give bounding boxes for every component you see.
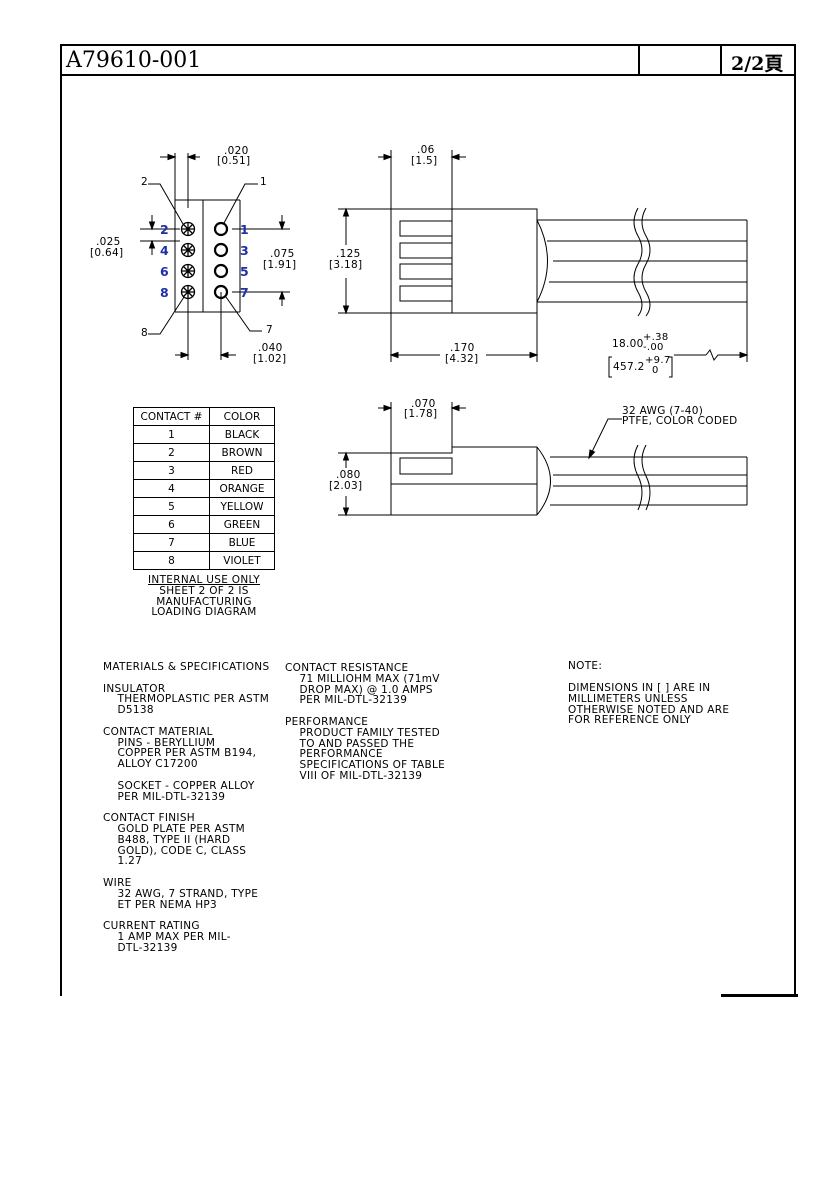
- contact-number-cell: 1: [133, 425, 210, 444]
- side-view-bottom: [338, 402, 748, 517]
- contact-resistance-performance: CONTACT RESISTANCE 71 MILLIOHM MAX (71mV…: [285, 662, 446, 782]
- contact-number-cell: 8: [133, 551, 210, 570]
- contact-number-cell: 5: [133, 497, 210, 516]
- dim-020-mm: [0.51]: [217, 155, 251, 167]
- note-body: DIMENSIONS IN [ ] ARE IN MILLIMETERS UNL…: [568, 682, 730, 727]
- document-number: A79610-001: [66, 48, 202, 73]
- pin-label: 1: [240, 222, 249, 237]
- dim-080-mm: [2.03]: [329, 480, 363, 492]
- caption-sheet: SHEET 2 OF 2 IS: [159, 585, 249, 597]
- sheet-number: 2/2頁: [731, 53, 784, 75]
- contact-number-cell: 7: [133, 533, 210, 552]
- drawing-frame: [60, 44, 796, 996]
- contact-number-cell: 2: [133, 443, 210, 462]
- caption-manufacturing: MANUFACTURING: [156, 596, 252, 608]
- caption-loading-diagram: LOADING DIAGRAM: [151, 606, 257, 618]
- pin-label: 6: [160, 264, 169, 279]
- dim-025-mm: [0.64]: [90, 247, 124, 259]
- note-title: NOTE:: [568, 660, 603, 672]
- dim-080: .080: [336, 469, 361, 481]
- color-cell: RED: [209, 461, 275, 480]
- wire-length: 18.00: [612, 338, 644, 350]
- dim-170: .170: [450, 342, 475, 354]
- dim-06: .06: [417, 144, 435, 156]
- callout-7: 7: [266, 324, 273, 336]
- color-cell: BLUE: [209, 533, 275, 552]
- dim-025: .025: [96, 236, 121, 248]
- color-cell: VIOLET: [209, 551, 275, 570]
- dim-075: .075: [270, 248, 295, 260]
- pin-label: 2: [160, 222, 169, 237]
- color-cell: YELLOW: [209, 497, 275, 516]
- pin-label: 5: [240, 264, 249, 279]
- callout-1: 1: [260, 176, 267, 188]
- side-view-top: [338, 150, 749, 378]
- pin-label: 4: [160, 243, 169, 258]
- table-header: COLOR: [209, 407, 275, 426]
- color-cell: BROWN: [209, 443, 275, 462]
- table-header-row: CONTACT # COLOR: [133, 407, 275, 426]
- frame-corner-mark: [721, 994, 798, 997]
- dim-070: .070: [411, 398, 436, 410]
- dim-020: .020: [224, 145, 249, 157]
- wire-length-mm-tol-plus: +9.7: [645, 355, 671, 366]
- wire-note-line2: PTFE, COLOR CODED: [622, 415, 738, 427]
- callout-2: 2: [141, 176, 148, 188]
- title-divider: [638, 44, 640, 76]
- color-cell: ORANGE: [209, 479, 275, 498]
- contact-face-view: [140, 153, 290, 360]
- dim-125: .125: [336, 248, 361, 260]
- materials-specifications: MATERIALS & SPECIFICATIONS INSULATOR THE…: [103, 661, 270, 954]
- color-cell: GREEN: [209, 515, 275, 534]
- dim-170-mm: [4.32]: [445, 353, 479, 365]
- title-block: [60, 44, 796, 76]
- contact-number-cell: 3: [133, 461, 210, 480]
- dim-125-mm: [3.18]: [329, 259, 363, 271]
- pin-label: 8: [160, 285, 169, 300]
- caption-internal-use: INTERNAL USE ONLY: [148, 574, 260, 586]
- contact-number-cell: 4: [133, 479, 210, 498]
- title-divider: [720, 44, 722, 76]
- dim-06-mm: [1.5]: [411, 155, 438, 167]
- pin-label: 3: [240, 243, 249, 258]
- wire-length-tol-plus: +.38: [643, 332, 669, 343]
- pin-label: 7: [240, 285, 249, 300]
- callout-8: 8: [141, 327, 148, 339]
- dim-070-mm: [1.78]: [404, 408, 438, 420]
- dim-040-mm: [1.02]: [253, 353, 287, 365]
- contact-number-cell: 6: [133, 515, 210, 534]
- color-cell: BLACK: [209, 425, 275, 444]
- wire-length-mm-tol-minus: 0: [652, 365, 659, 376]
- table-header: CONTACT #: [133, 407, 210, 426]
- wire-length-tol-minus: -.00: [643, 342, 664, 353]
- dim-040: .040: [258, 342, 283, 354]
- wire-length-mm: 457.2: [613, 361, 645, 373]
- wire-note-line1: 32 AWG (7-40): [622, 405, 704, 417]
- dim-075-mm: [1.91]: [263, 259, 297, 271]
